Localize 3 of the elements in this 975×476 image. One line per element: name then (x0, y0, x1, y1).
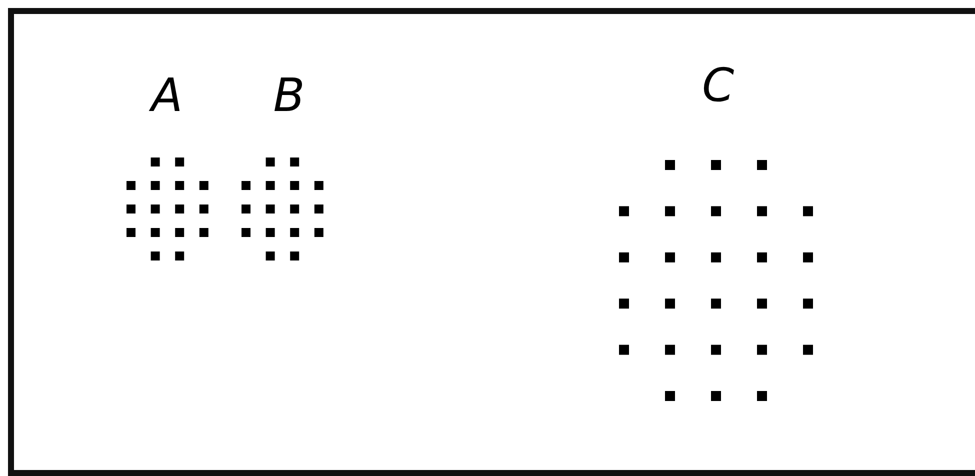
group-label: C (702, 62, 734, 108)
group-label: A (151, 72, 183, 118)
group-label: B (273, 72, 305, 118)
